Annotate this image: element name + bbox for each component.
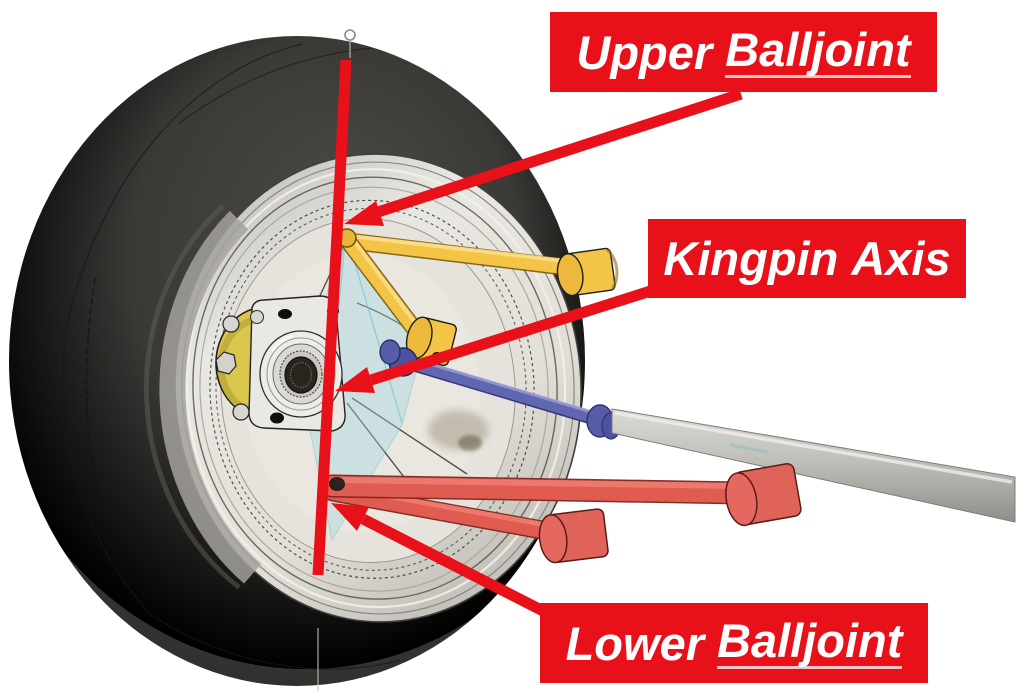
rotor-hex-hole [215,351,237,375]
kingpin-axis-line [312,59,352,576]
lower-control-arm-links [320,463,802,564]
upper-control-arm-links [337,228,619,367]
lower-balljoint-marker [329,477,345,491]
steering-rod [611,408,1016,523]
hub-bearing [259,330,343,418]
axis-point-marker [344,29,356,58]
rotor-notch [222,315,240,333]
label-word: Balljoint [725,23,911,78]
kingpin-axis-arrow [335,282,662,393]
rim-bead-ring [215,207,527,571]
label-word: Upper [576,25,713,79]
kingpin-axis-label: Kingpin Axis [648,219,966,298]
rim-barrel-shadow [159,210,262,584]
lower-link-bushing [538,508,609,564]
upper-balljoint-label: Upper Balljoint [550,12,937,92]
upper-balljoint-arrow [344,88,743,226]
rim-smudge [428,410,488,451]
tire-seam-line [62,43,401,670]
rotor-notch [232,403,250,421]
label-word: Kingpin [663,232,839,285]
label-word: Lower [565,616,705,670]
lower-balljoint-arrow [331,503,548,617]
label-word: Axis [851,232,951,285]
upper-link-bushing [556,247,619,297]
lower-link-bushing [725,463,802,527]
label-word: Balljoint [717,614,903,669]
tire-seam-line [177,47,373,125]
rim-bead-ring [209,199,535,579]
rod-glint [729,443,769,454]
lower-balljoint-label: Lower Balljoint [540,603,928,683]
rim-tire-edge-shadow [144,203,241,590]
tire-seam-line [85,277,99,493]
